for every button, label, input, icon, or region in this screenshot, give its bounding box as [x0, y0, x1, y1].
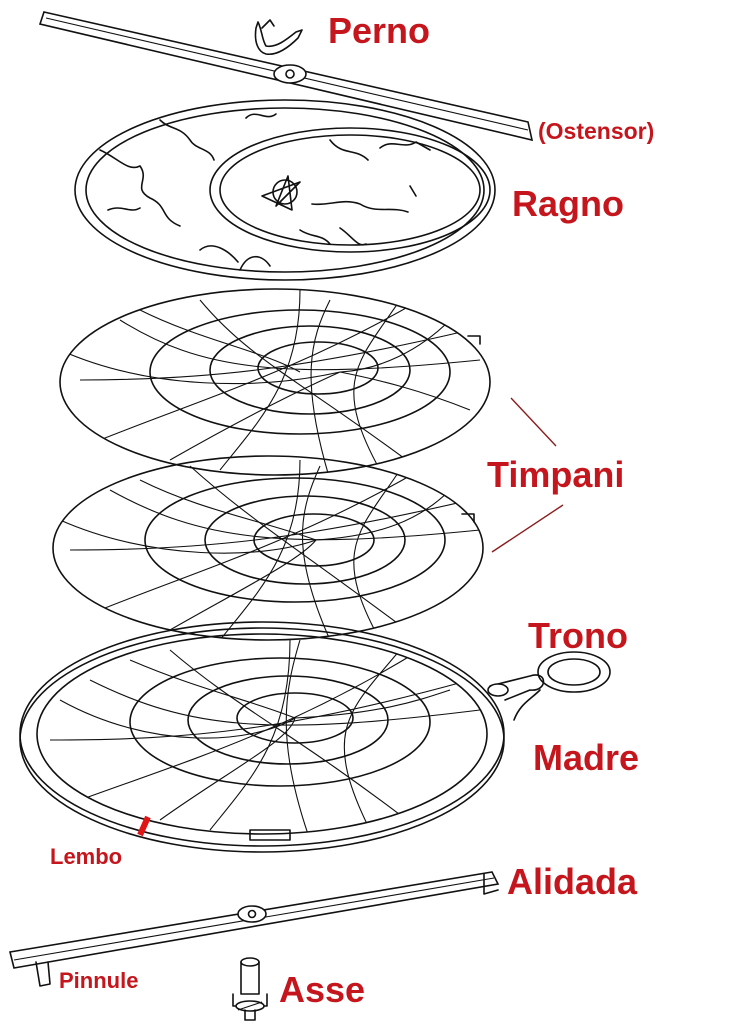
label-trono: Trono	[528, 615, 628, 656]
ostensor-rule-drawing	[38, 11, 534, 142]
label-madre: Madre	[533, 737, 640, 778]
ragno-rete-drawing	[74, 99, 496, 281]
alidada-drawing	[9, 871, 500, 987]
label-timpani: Timpani	[487, 454, 625, 495]
timpani-pointer-lines	[491, 397, 564, 553]
label-pinnule: Pinnule	[59, 968, 139, 993]
label-perno: Perno	[328, 10, 431, 51]
timpano-1-drawing	[59, 288, 491, 476]
label-asse: Asse	[279, 969, 366, 1010]
perno-wedge-drawing	[254, 19, 303, 56]
asse-drawing	[232, 957, 268, 1021]
label-ostensor: (Ostensor)	[538, 118, 655, 144]
timpano-2-drawing	[52, 455, 484, 641]
lembo-marker	[137, 815, 151, 837]
label-lembo: Lembo	[50, 844, 123, 869]
label-ragno: Ragno	[512, 183, 624, 224]
madre-drawing	[19, 621, 611, 853]
label-alidada: Alidada	[507, 861, 638, 902]
